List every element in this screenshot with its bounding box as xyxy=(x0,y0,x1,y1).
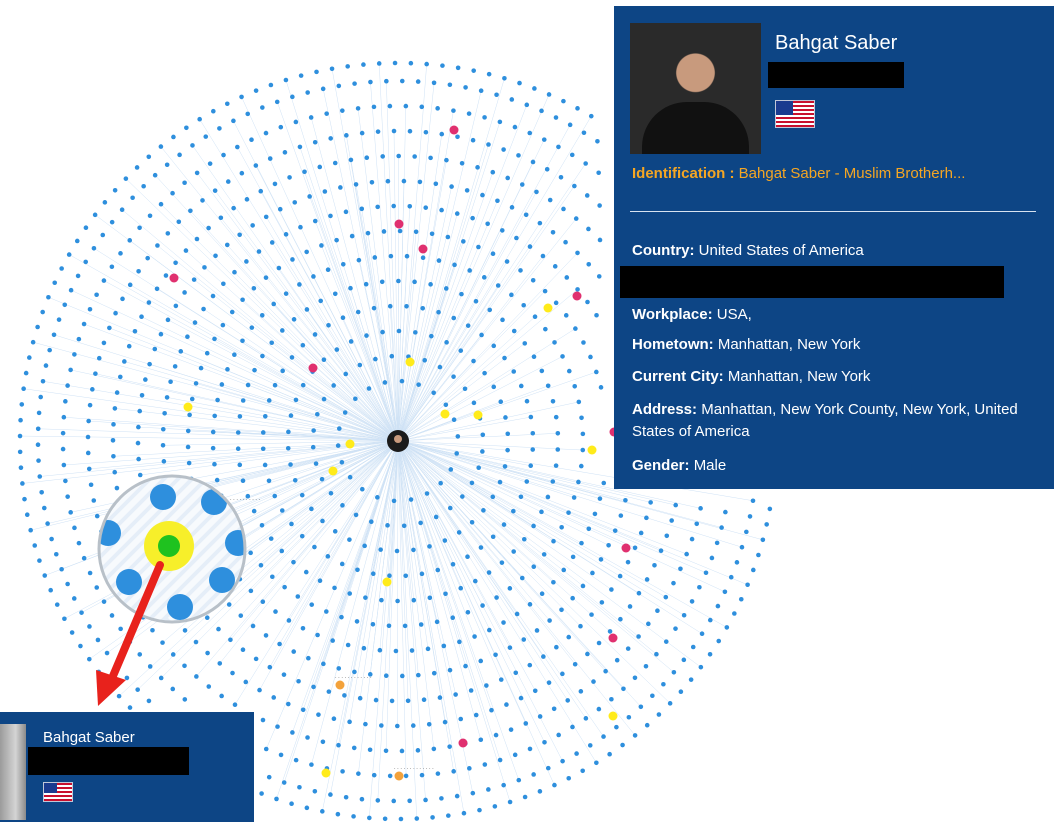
target-node[interactable] xyxy=(158,535,180,557)
us-flag-icon xyxy=(43,782,73,802)
redaction-bar xyxy=(768,62,904,88)
field-country: Country: United States of America xyxy=(632,242,864,259)
profile-name: Bahgat Saber xyxy=(43,729,135,746)
profile-card: Bahgat Saber Identification : Bahgat Sab… xyxy=(614,6,1054,489)
field-current-city: Current City: Manhattan, New York xyxy=(632,368,871,385)
identification-line: Identification : Bahgat Saber - Muslim B… xyxy=(632,165,966,182)
graph-edges xyxy=(20,63,763,819)
magnifier-lens xyxy=(97,474,247,624)
field-address: Address: Manhattan, New York County, New… xyxy=(632,401,1018,440)
redaction-bar xyxy=(28,747,189,775)
profile-photo xyxy=(630,23,761,154)
profile-photo xyxy=(0,724,26,820)
pointer-arrow xyxy=(96,561,164,706)
field-hometown: Hometown: Manhattan, New York xyxy=(632,336,861,353)
node-label: · · · · · · · · · · · · xyxy=(335,675,372,681)
field-workplace: Workplace: USA, xyxy=(632,306,752,323)
highlighted-nodes xyxy=(169,125,631,781)
us-flag-icon xyxy=(775,100,815,128)
center-node[interactable] xyxy=(387,430,409,452)
node-label: · · · · · · · · · · xyxy=(230,497,261,503)
node-label: · · · · · · · · · · · · · xyxy=(394,766,434,772)
field-gender: Gender: Male xyxy=(632,457,727,474)
redaction-bar xyxy=(620,266,1004,298)
mini-profile-card[interactable]: Bahgat Saber xyxy=(0,712,254,822)
profile-name: Bahgat Saber xyxy=(775,32,898,54)
divider xyxy=(630,211,1036,212)
